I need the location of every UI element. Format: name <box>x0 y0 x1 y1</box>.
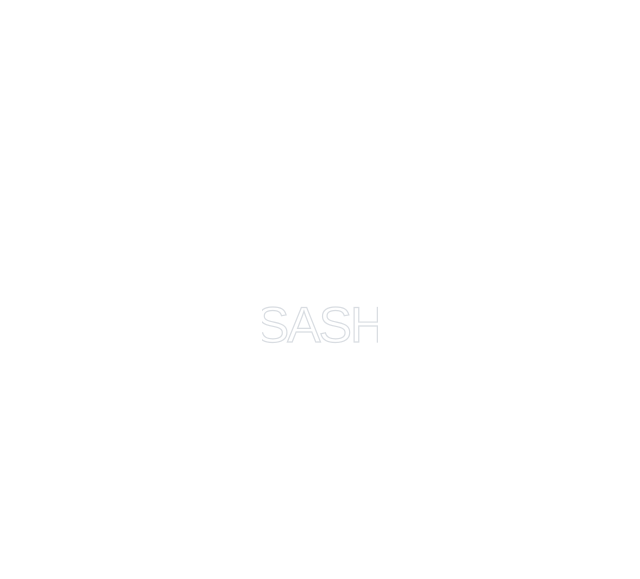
brand-logo: SASH <box>262 298 378 346</box>
brand-logo-text: SASH <box>262 298 378 346</box>
brand-logo-graphic: SASH <box>262 298 378 346</box>
